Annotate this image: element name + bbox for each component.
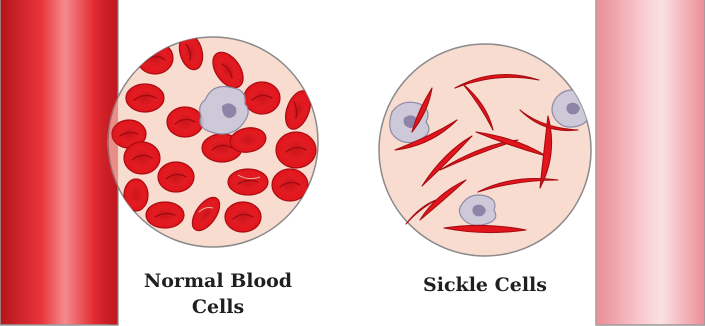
sickle-cells-label: Sickle Cells [390,272,580,298]
normal-cells-circle [108,32,318,247]
right-test-tube [596,0,705,325]
normal-blood-cells-label: Normal Blood Cells [128,268,308,320]
left-test-tube [0,0,118,325]
normal-label-line2: Cells [128,294,308,320]
normal-label-line1: Normal Blood [128,268,308,294]
white-blood-cell [552,90,589,127]
sickle-cells-circle [379,44,591,256]
